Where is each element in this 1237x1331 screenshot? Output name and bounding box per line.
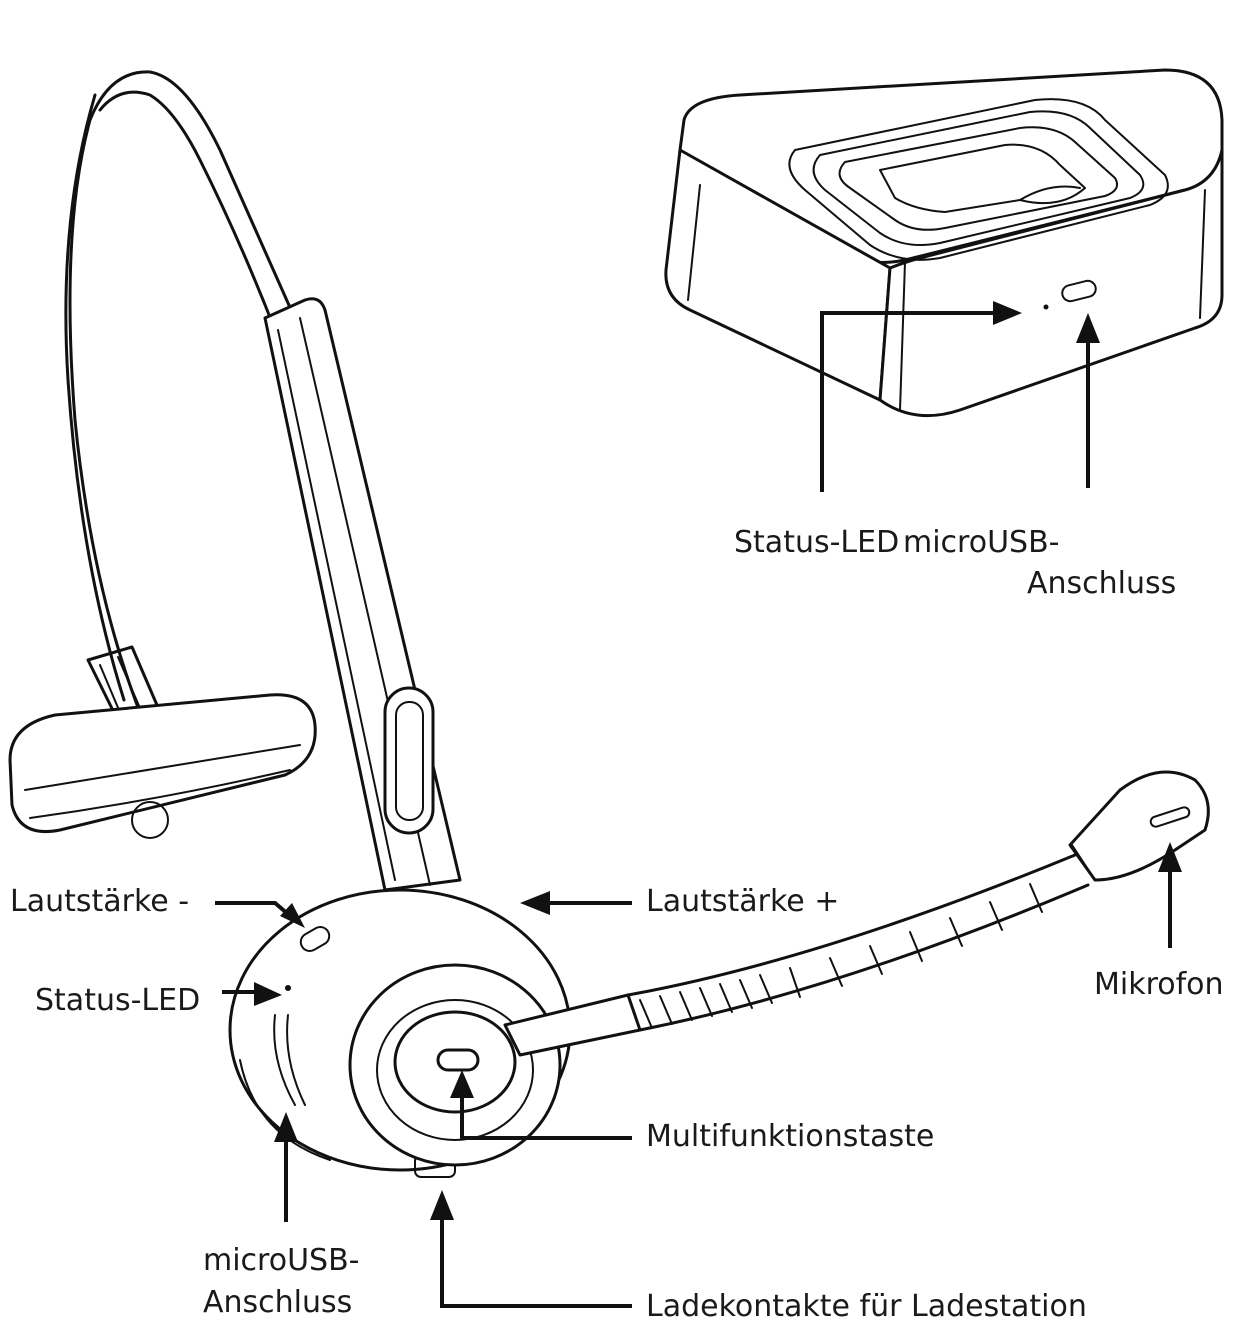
headset-usb-port[interactable] — [273, 1014, 296, 1106]
status-led-arrow — [222, 982, 282, 1006]
label-microphone: Mikrofon — [1094, 967, 1224, 1002]
station-led-dot — [1043, 304, 1049, 310]
charging-station — [664, 68, 1224, 418]
microphone-grille — [1149, 806, 1191, 828]
station-usb-arrow — [1076, 313, 1100, 488]
label-multifunction-button: Multifunktionstaste — [646, 1119, 935, 1154]
label-volume-minus: Lautstärke - — [10, 884, 190, 919]
headset-status-led — [285, 985, 291, 991]
label-charging-contacts: Ladekontakte für Ladestation — [646, 1289, 1087, 1324]
label-status-led-headset: Status-LED — [35, 983, 201, 1018]
label-usb-headset-line2: Anschluss — [203, 1285, 353, 1320]
label-usb-station-line2: Anschluss — [1027, 566, 1177, 601]
label-usb-headset-line1: microUSB- — [203, 1243, 360, 1278]
station-status-led-arrow — [820, 301, 1022, 492]
volume-minus-button[interactable] — [298, 924, 333, 955]
label-volume-plus: Lautstärke + — [646, 884, 840, 919]
microphone-arrow — [1158, 842, 1182, 948]
label-status-led-station: Status-LED — [734, 525, 900, 560]
volume-plus-arrow — [520, 891, 632, 915]
charging-contacts-arrow — [430, 1190, 632, 1308]
multifunction-arrow — [450, 1070, 632, 1140]
volume-minus-arrow — [215, 901, 305, 928]
label-usb-station-line1: microUSB- — [903, 525, 1060, 560]
headset — [8, 70, 1210, 1178]
multifunction-button[interactable] — [436, 1048, 480, 1072]
usb-headset-arrow — [274, 1112, 298, 1222]
